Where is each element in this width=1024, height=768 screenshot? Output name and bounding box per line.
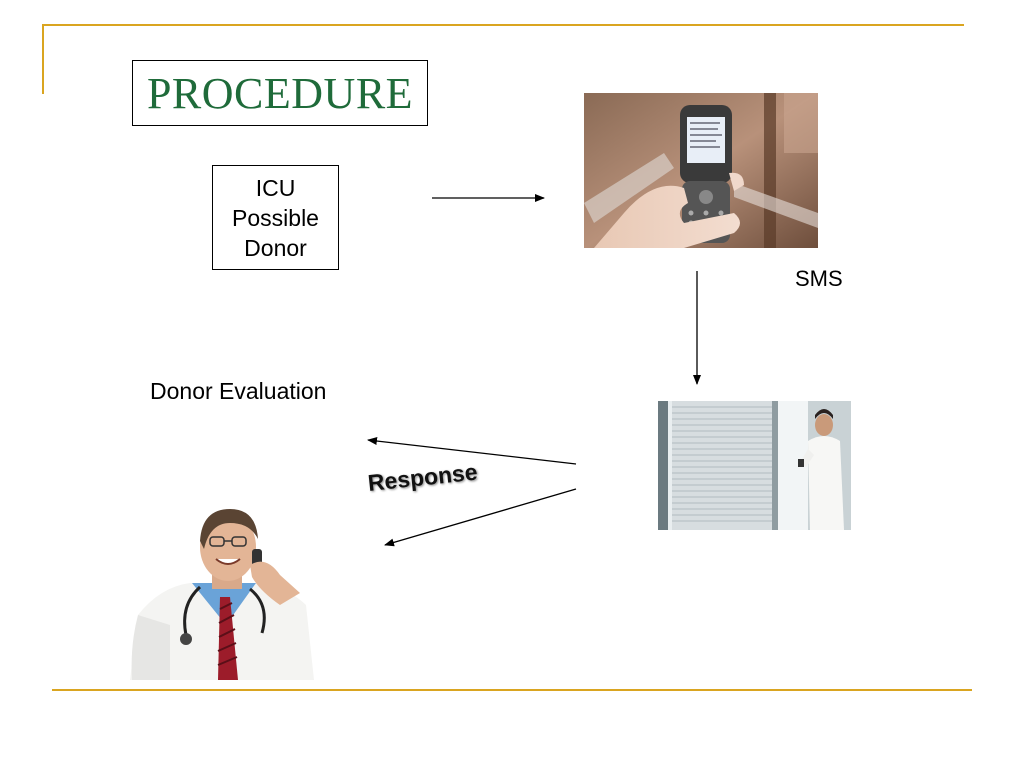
arrow-response-lower bbox=[384, 488, 577, 547]
sms-label: SMS bbox=[795, 266, 843, 291]
icu-box-line-3: Donor bbox=[244, 234, 307, 261]
icu-possible-donor-box: ICU Possible Donor bbox=[212, 165, 339, 270]
top-rule bbox=[44, 24, 964, 26]
slide-title: PROCEDURE bbox=[146, 68, 414, 118]
icu-box-line-2: Possible bbox=[232, 204, 319, 231]
phone-sms-photo bbox=[584, 93, 818, 248]
icu-box-line-1: ICU bbox=[255, 174, 296, 201]
title-box: PROCEDURE bbox=[132, 60, 428, 126]
doctor-at-window-photo bbox=[658, 401, 851, 530]
response-label: Response bbox=[366, 458, 479, 496]
bottom-rule bbox=[52, 689, 972, 691]
doctor-on-phone-photo bbox=[130, 509, 314, 680]
left-rule bbox=[42, 24, 44, 94]
donor-evaluation-label: Donor Evaluation bbox=[150, 378, 327, 404]
